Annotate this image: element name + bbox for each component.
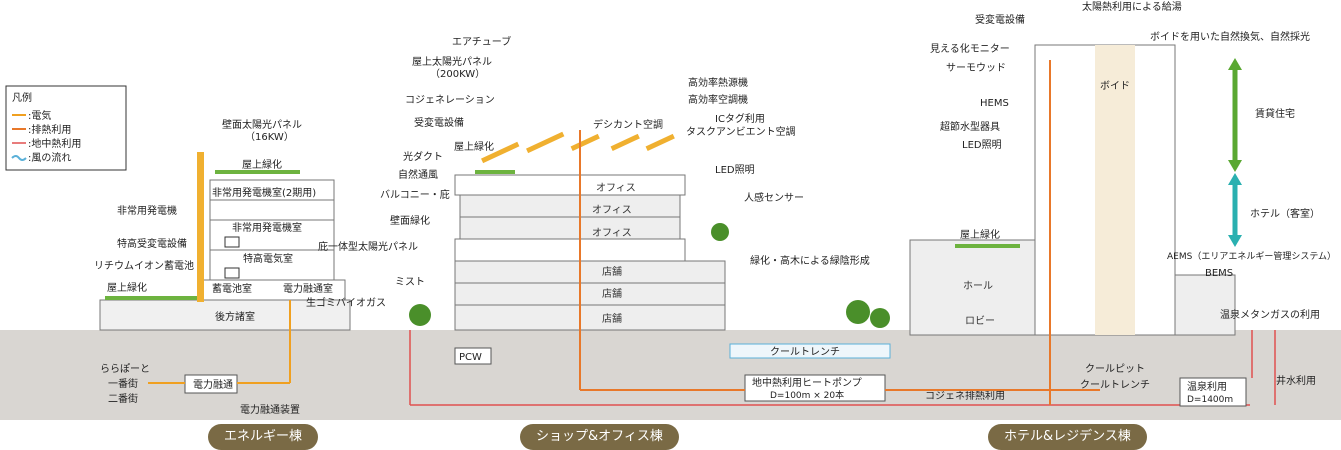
wall-solar-kw-label: （16KW） (245, 131, 294, 143)
hems-label: HEMS (980, 98, 1009, 109)
legend-title: 凡例 (12, 91, 32, 104)
natural-vent-label: 自然通風 (398, 168, 438, 181)
store-floor-2: 店舗 (602, 287, 622, 300)
balcony-label: バルコニー・庇 (380, 188, 450, 201)
shop-office-building-label: ショップ&オフィス棟 (520, 424, 679, 450)
hi-heat-label: 高効率熱源機 (688, 76, 748, 89)
light-duct-label: 光ダクト (403, 150, 443, 163)
water-saving-label: 超節水型器具 (940, 120, 1000, 133)
office-substation-label: 受変電設備 (414, 116, 464, 129)
wall-solar-label: 壁面太陽光パネル (222, 118, 302, 131)
energy-building: 壁面太陽光パネル （16KW） 屋上緑化 非常用発電機室(2期用) 非常用発電機… (94, 118, 386, 331)
legend-wind: :風の流れ (28, 151, 71, 164)
geo-pump-label: 地中熱利用ヒートポンプ (752, 376, 862, 389)
hotel-substation-label: 受変電設備 (975, 13, 1025, 26)
office-led-label: LED照明 (715, 164, 755, 176)
hot-spring-label: 温泉利用 (1187, 380, 1227, 393)
hotel-led-label: LED照明 (962, 139, 1002, 151)
solar-water-label: 太陽熱利用による給湯 (1082, 0, 1182, 13)
li-battery-label: リチウムイオン蓄電池 (94, 259, 194, 272)
legend-exhaust: :排熱利用 (28, 123, 71, 136)
mist-label: ミスト (395, 277, 425, 288)
garbage-biogas-label: 生ゴミバイオガス (306, 296, 386, 309)
cogen-label: コジェネレーション (405, 94, 495, 106)
void-label: ボイド (1100, 80, 1130, 92)
pcw-label: PCW (459, 352, 482, 363)
battery-room-label: 蓄電池室 (212, 282, 252, 295)
methane-label: 温泉メタンガスの利用 (1220, 308, 1320, 321)
gen-room2-label: 非常用発電機室(2期用) (212, 186, 316, 199)
hotel-cool-trench-label: クールトレンチ (1080, 379, 1150, 391)
office-floor-1: オフィス (596, 182, 636, 194)
hotel-building-label: ホテル&レジデンス棟 (988, 424, 1147, 450)
legend-geo: :地中熱利用 (28, 137, 81, 150)
lalaport-label: ららぽーと (100, 363, 150, 375)
hall-label: ホール (963, 280, 993, 292)
roof-solar-kw-label: （200KW） (430, 68, 485, 80)
motion-sensor-label: 人感センサー (744, 191, 804, 204)
well-label: 井水利用 (1276, 374, 1316, 387)
backup-rooms-label: 後方諸室 (215, 310, 255, 323)
power-room-label: 電力融通室 (283, 282, 333, 295)
integrated-solar-label: 庇一体型太陽光パネル (318, 240, 418, 253)
gen-room-label: 非常用発電機室 (232, 221, 302, 234)
bems-label: BEMS (1205, 268, 1233, 279)
air-tube-label: エアチューブ (452, 35, 511, 48)
energy-building-label: エネルギー棟 (208, 424, 319, 450)
store-floor-1: 店舗 (602, 265, 622, 278)
lobby-label: ロビー (965, 315, 995, 327)
legend-electric: :電気 (28, 109, 51, 122)
task-ambient-label: タスクアンビエント空調 (686, 125, 796, 138)
roof-solar-label: 屋上太陽光パネル (412, 55, 492, 68)
power-share-label: 電力融通 (193, 378, 233, 391)
shop-office-building: オフィス オフィス オフィス 店舗 店舗 店舗 エアチューブ 屋上太陽光パネル … (318, 35, 1250, 406)
legend: 凡例 :電気 :排熱利用 :地中熱利用 :風の流れ (5, 85, 127, 171)
green-shade-label: 緑化・高木による緑陰形成 (750, 254, 870, 267)
hotel-rooms-label: ホテル（客室） (1250, 207, 1320, 220)
monitor-label: 見える化モニター (930, 42, 1010, 55)
hotel-roof-green-label: 屋上緑化 (960, 228, 1000, 241)
cogen-heat-label: コジェネ排熱利用 (925, 389, 1005, 402)
thermowood-label: サーモウッド (946, 62, 1006, 74)
office-floor-3: オフィス (592, 227, 632, 239)
power-share-device-label: 電力融通装置 (240, 403, 300, 416)
wall-green-label: 壁面緑化 (390, 214, 430, 227)
hot-spring-depth-label: D=1400m (1187, 395, 1233, 405)
emergency-gen-label: 非常用発電機 (117, 204, 177, 217)
block2-label: 二番街 (108, 392, 138, 405)
special-hv-label: 特高受変電設備 (117, 237, 187, 250)
store-floor-3: 店舗 (602, 312, 622, 325)
office-cool-trench-label: クールトレンチ (770, 346, 840, 358)
aems-label: AEMS（エリアエネルギー管理システム） (1167, 250, 1336, 262)
office-roof-green-label: 屋上緑化 (454, 140, 494, 153)
special-room-label: 特高電気室 (243, 252, 293, 265)
geo-spec-label: D=100m × 20本 (770, 389, 844, 401)
hi-ac-label: 高効率空調機 (688, 93, 748, 106)
hotel-building: 賃貸住宅 ホテル（客室） 受変電設備 太陽熱利用による給湯 ボイドを用いた自然換… (909, 0, 1336, 407)
desiccant-label: デシカント空調 (593, 118, 663, 131)
energy-roof-green-label: 屋上緑化 (242, 158, 282, 171)
rental-label: 賃貸住宅 (1255, 107, 1295, 120)
block1-label: 一番街 (108, 377, 138, 390)
ic-tag-label: ICタグ利用 (715, 112, 765, 125)
district-links: ららぽーと 一番街 二番街 電力融通 電力融通装置 (100, 300, 300, 416)
cool-pit-label: クールピット (1085, 363, 1145, 375)
void-vent-label: ボイドを用いた自然換気、自然採光 (1150, 30, 1310, 43)
office-floor-2: オフィス (592, 204, 632, 216)
energy-roof-green2-label: 屋上緑化 (107, 281, 147, 294)
